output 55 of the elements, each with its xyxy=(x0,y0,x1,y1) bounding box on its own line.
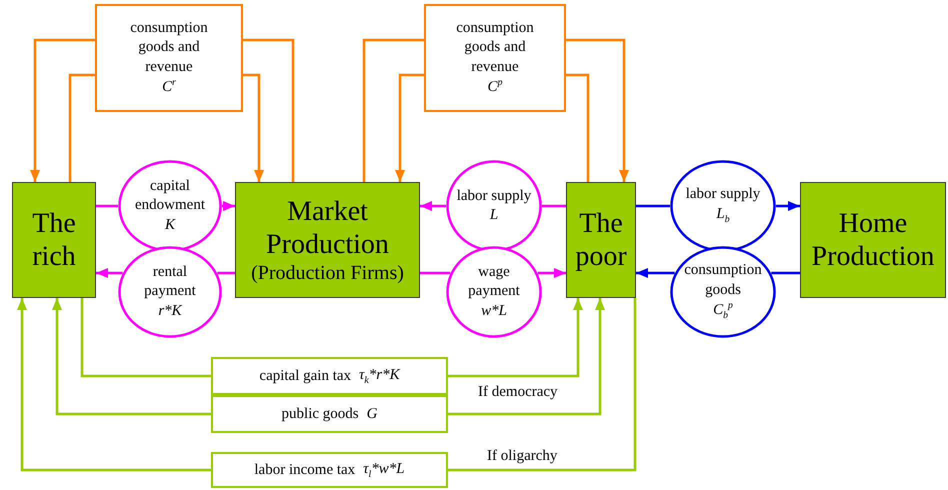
subtitle-text: (Production Firms) xyxy=(251,261,404,286)
flow-label: labor supply xyxy=(456,186,532,206)
flow-box xyxy=(211,395,448,433)
flow-box xyxy=(95,4,243,112)
process-box xyxy=(800,182,946,298)
flow-box xyxy=(424,4,566,112)
flow-circle xyxy=(446,160,542,252)
math-symbol: K xyxy=(164,216,175,235)
flow-box xyxy=(211,357,448,395)
flow-label: capital gain tax xyxy=(259,366,352,386)
arrow xyxy=(566,38,629,182)
arrow xyxy=(96,268,123,278)
arrow xyxy=(538,268,566,278)
actor-box xyxy=(566,182,636,298)
arrow xyxy=(448,298,605,416)
math-symbol: r*K xyxy=(158,302,182,321)
condition-note: If oligarchy xyxy=(487,448,558,465)
flow-box xyxy=(211,452,448,488)
arrow xyxy=(420,201,446,211)
process-box xyxy=(235,182,420,298)
node-title: Market Production xyxy=(265,194,390,262)
flow-circle xyxy=(118,246,222,338)
node-title: The rich xyxy=(31,206,77,274)
flow-label: consumption goods and revenue xyxy=(455,18,535,76)
arrow xyxy=(17,298,211,472)
formula: τ$_{k}$*r*K xyxy=(359,366,400,388)
condition-note: If democracy xyxy=(478,384,558,401)
formula: τ$_{l}$*w*L xyxy=(363,460,405,482)
formula: G xyxy=(366,404,378,424)
node-title: The poor xyxy=(574,206,628,274)
flow-label: public goods xyxy=(282,404,359,424)
arrow xyxy=(636,268,675,278)
flow-circle xyxy=(118,160,222,252)
flow-circle xyxy=(670,160,776,252)
flow-label: capital endowment xyxy=(134,176,206,216)
arrow xyxy=(243,74,264,182)
arrow xyxy=(222,201,235,211)
arrow xyxy=(395,74,424,182)
math-symbol: L xyxy=(490,206,498,225)
flow-label: labor income tax xyxy=(254,460,356,480)
arrow xyxy=(776,201,800,211)
flow-label: consumption goods and revenue xyxy=(129,18,209,76)
arrow xyxy=(30,38,95,182)
math-symbol: w*L xyxy=(481,302,507,321)
flow-label: consumption goods xyxy=(683,261,763,300)
math-symbol: L$_{b}$ xyxy=(716,204,730,227)
math-symbol: C$^{p}$ xyxy=(488,77,502,97)
flow-label: labor supply xyxy=(686,185,760,204)
arrow xyxy=(52,298,211,416)
node-title: Home Production xyxy=(810,206,936,274)
actor-box xyxy=(12,182,96,298)
flow-circle xyxy=(670,246,776,338)
math-symbol: C$^{r}$ xyxy=(162,77,176,97)
flow-circle xyxy=(446,246,542,338)
arrow xyxy=(448,298,583,378)
